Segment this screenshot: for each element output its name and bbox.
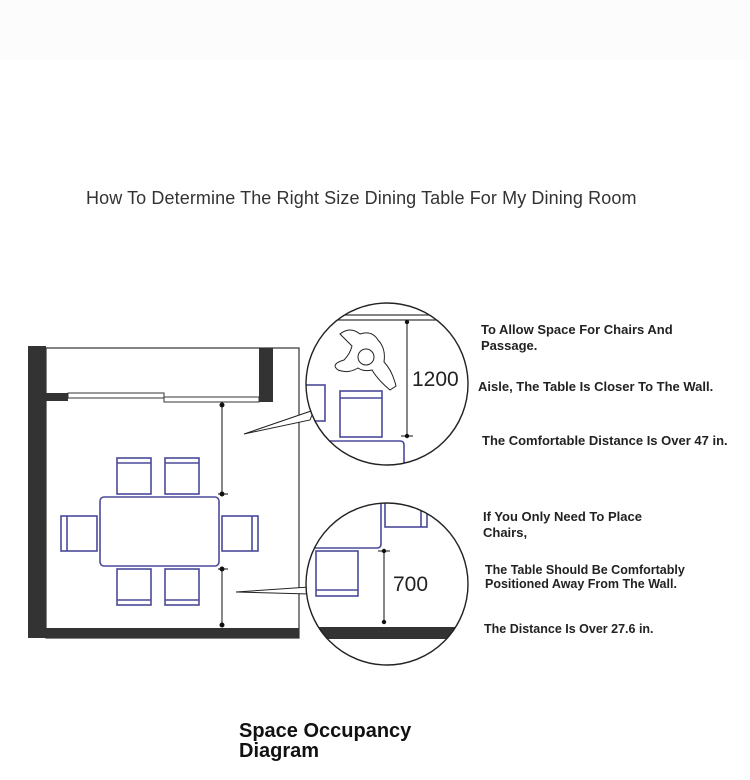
dining-table: [99, 496, 220, 567]
dimension-lines: [218, 402, 228, 628]
note-allow-space: To Allow Space For Chairs And Passage.: [481, 322, 673, 353]
chair: [116, 457, 152, 495]
dining-set: [60, 457, 259, 606]
callout-pointer: [243, 409, 315, 435]
person-icon: [334, 329, 397, 391]
chair: [221, 515, 259, 552]
note-distance-27: The Distance Is Over 27.6 in.: [484, 622, 654, 636]
callout-pointer: [235, 586, 310, 595]
chair: [164, 457, 200, 495]
chair: [116, 568, 152, 606]
top-band: [0, 0, 750, 60]
chair: [60, 515, 98, 552]
chair: [164, 568, 200, 606]
page-title: How To Determine The Right Size Dining T…: [86, 188, 637, 208]
dimension-label-top: 1200: [412, 368, 459, 391]
zoom-circle-top: [305, 302, 469, 466]
zoom-circle-bottom: [305, 502, 469, 666]
note-table-positioned: The Table Should Be Comfortably Position…: [485, 563, 685, 591]
diagram-caption: Space Occupancy Diagram: [239, 720, 412, 762]
dimension-label-bottom: 700: [393, 573, 428, 596]
note-distance-47: The Comfortable Distance Is Over 47 in.: [482, 433, 728, 448]
note-aisle: Aisle, The Table Is Closer To The Wall.: [478, 379, 714, 394]
room-walls: [28, 346, 300, 639]
note-only-chairs: If You Only Need To Place Chairs,: [483, 509, 642, 540]
